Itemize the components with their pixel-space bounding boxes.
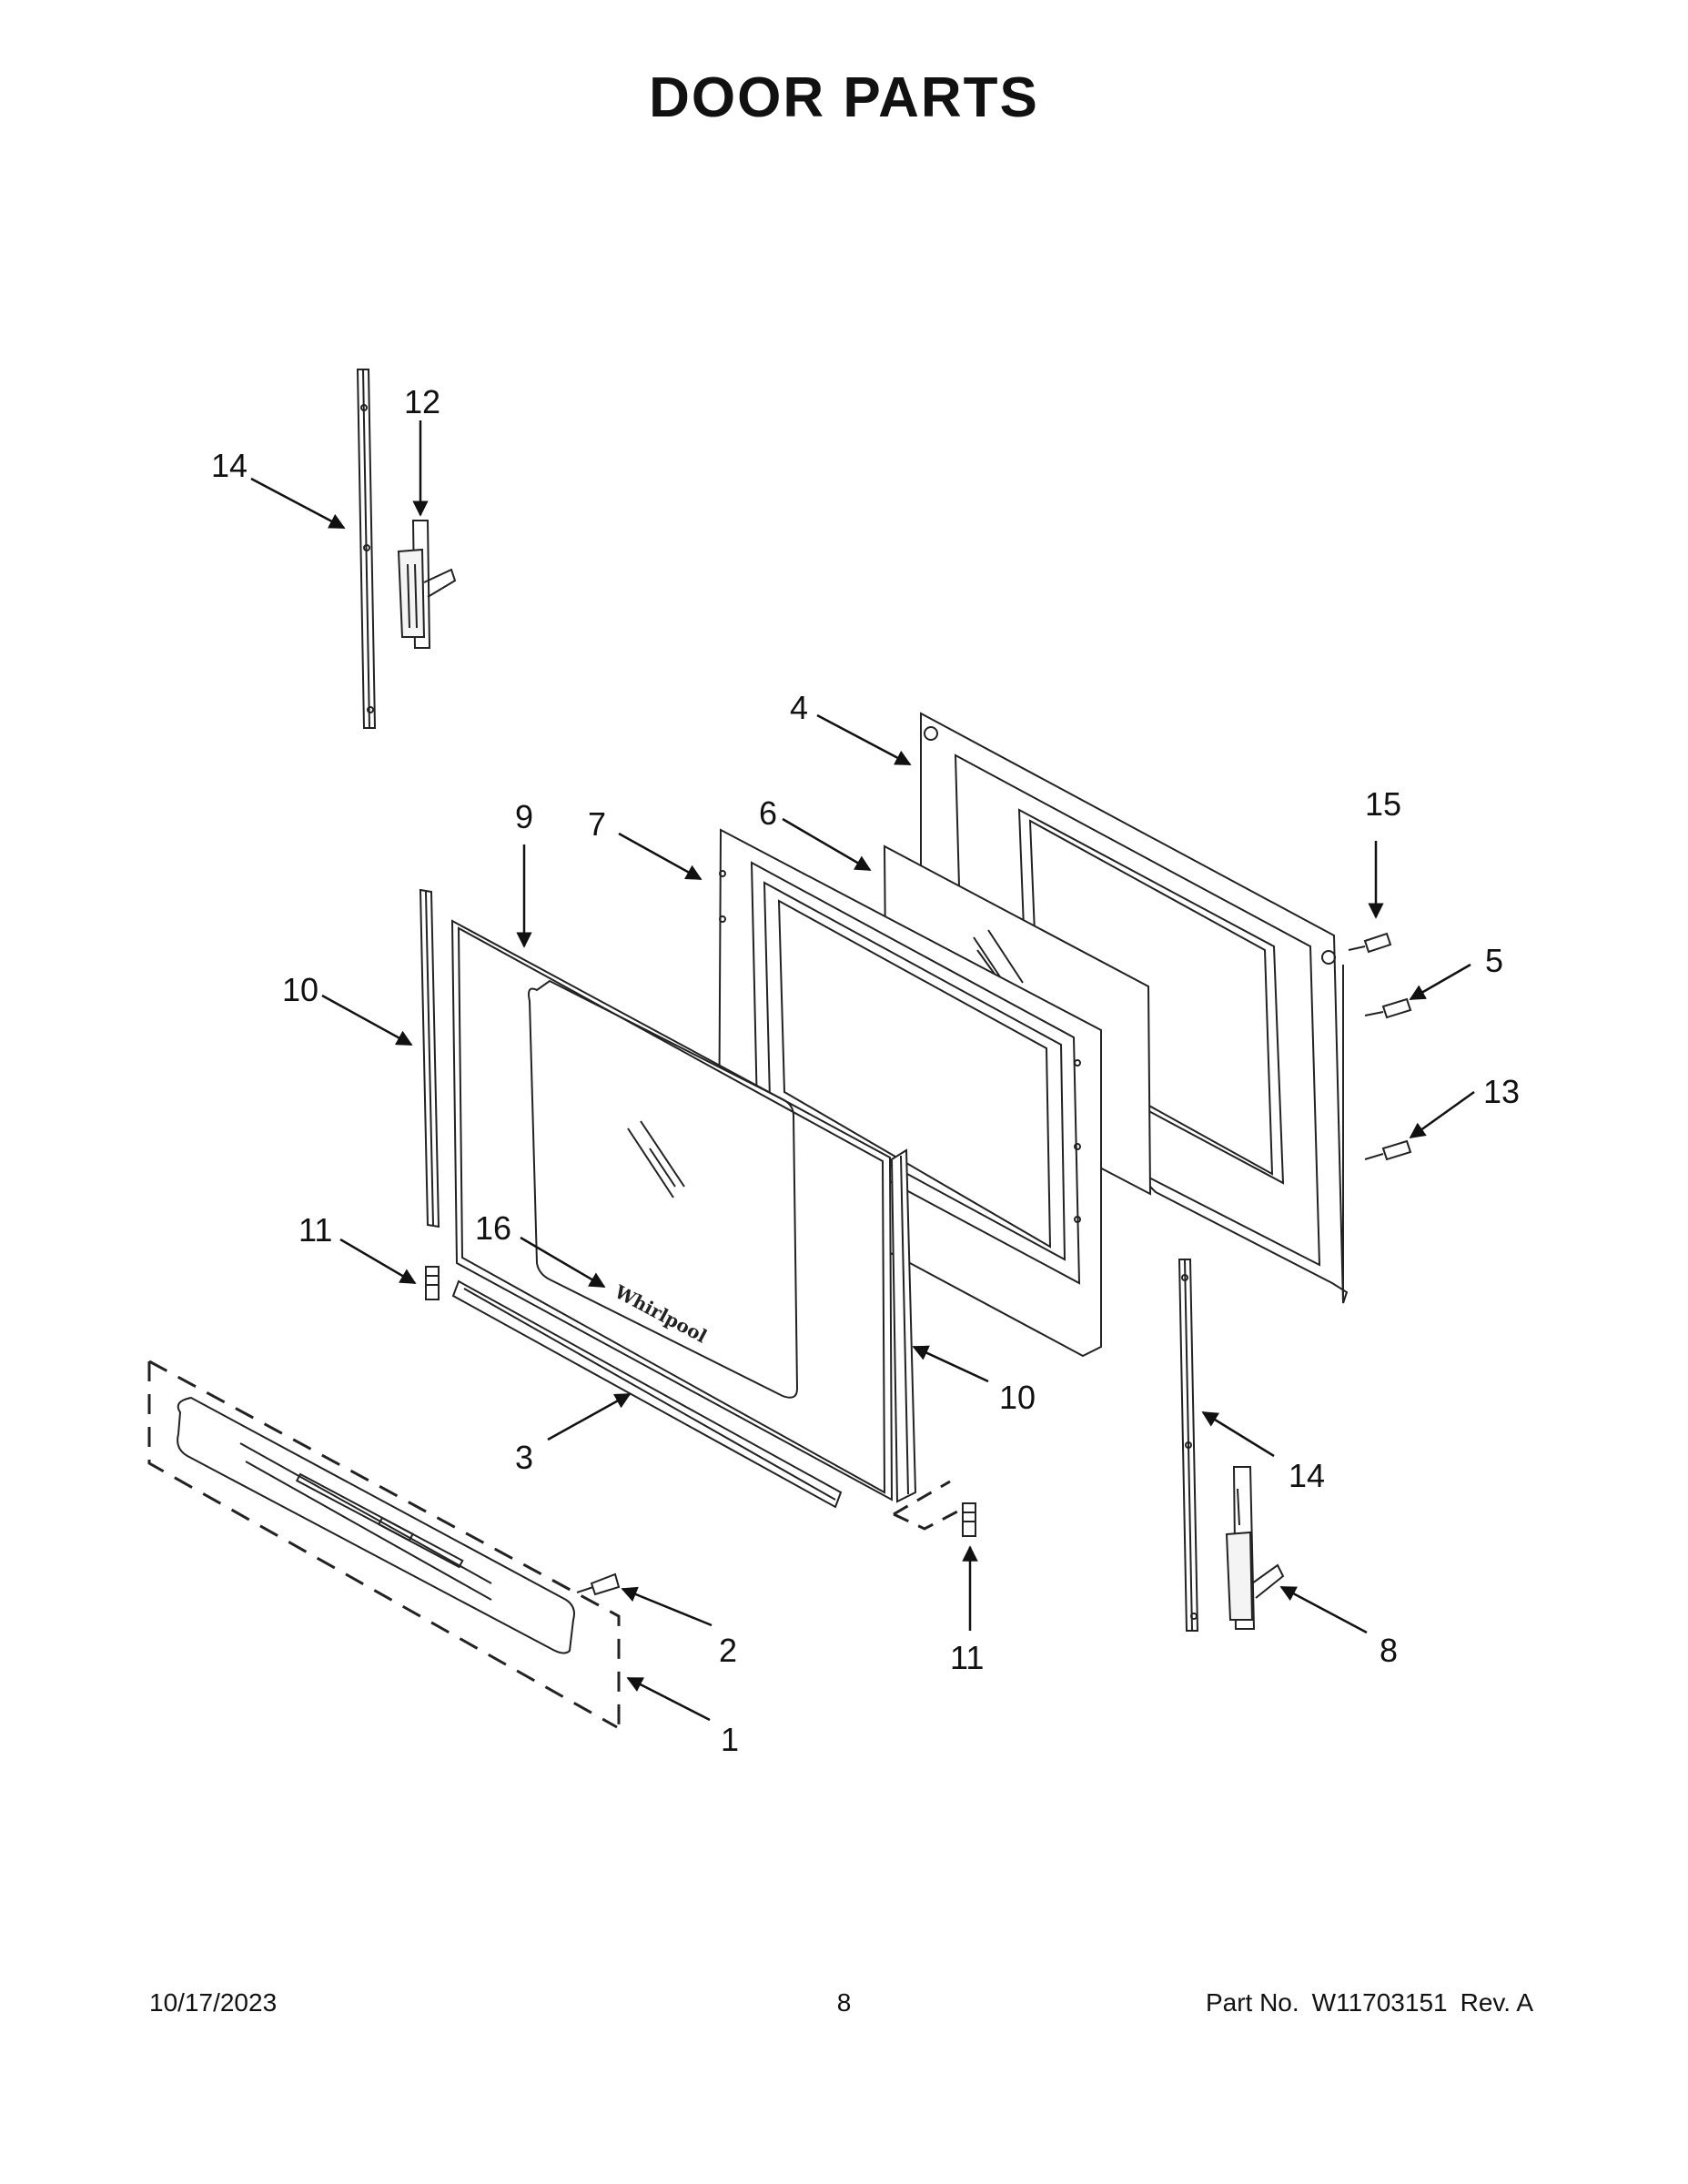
- screw-boundary-dashed: [893, 1480, 960, 1531]
- leader-10-right: [912, 1345, 989, 1383]
- screw-bottom: [962, 1502, 976, 1537]
- callout-3: 3: [515, 1439, 533, 1476]
- callout-5: 5: [1485, 942, 1503, 979]
- leader-16: [520, 1236, 606, 1289]
- door-handle: [177, 1396, 575, 1654]
- callout-11-bottom: 11: [950, 1639, 984, 1676]
- outer-door-panel: [450, 919, 894, 1502]
- callout-12: 12: [404, 383, 440, 420]
- footer-page-number: 8: [836, 1988, 852, 2017]
- screw-13: [1364, 1139, 1412, 1161]
- leader-14-upper: [250, 477, 346, 530]
- footer-date: 10/17/2023: [149, 1988, 278, 2017]
- footer-part-label: Part No.: [1205, 1988, 1299, 2017]
- leader-11-left: [339, 1238, 417, 1285]
- page-title: DOOR PARTS: [649, 66, 1039, 129]
- screw-left: [425, 1266, 440, 1300]
- hinge-upper: [397, 520, 457, 649]
- side-trim-right: [890, 1148, 917, 1503]
- leader-14-lower: [1201, 1410, 1275, 1458]
- hinge-lower: [1225, 1466, 1285, 1630]
- callout-14-lower: 14: [1289, 1457, 1325, 1494]
- leader-8: [1279, 1585, 1368, 1634]
- callout-8: 8: [1380, 1632, 1398, 1669]
- leader-3: [547, 1392, 632, 1441]
- hinge-rail-lower-right: [1178, 1259, 1199, 1632]
- callout-9: 9: [515, 798, 533, 835]
- callout-2: 2: [719, 1632, 737, 1669]
- leader-2: [621, 1586, 713, 1627]
- leader-1: [626, 1676, 711, 1722]
- callout-10-right: 10: [999, 1379, 1036, 1416]
- leader-6: [782, 817, 872, 872]
- callout-11-left: 11: [298, 1211, 332, 1249]
- screw-15: [1348, 932, 1392, 954]
- callout-15: 15: [1365, 785, 1401, 823]
- footer-revision: Rev. A: [1460, 1988, 1533, 2017]
- callout-4: 4: [790, 689, 808, 726]
- door-bottom-trim: [451, 1279, 843, 1509]
- callout-7: 7: [588, 805, 606, 843]
- footer-part-number: W11703151: [1311, 1988, 1448, 2017]
- leader-13: [1409, 1090, 1475, 1139]
- screw-2: [576, 1572, 621, 1596]
- footer-part-info: Part No. W11703151 Rev. A: [1206, 1988, 1533, 2017]
- callout-13: 13: [1483, 1073, 1520, 1110]
- leader-10-left: [321, 994, 413, 1046]
- callout-1: 1: [721, 1721, 739, 1758]
- screw-5: [1364, 997, 1412, 1019]
- side-trim-left: [419, 888, 440, 1228]
- callout-6: 6: [759, 794, 777, 832]
- handle-boundary-dashed: [147, 1360, 621, 1729]
- leader-5: [1409, 963, 1471, 1001]
- hinge-rail-upper-left: [356, 369, 377, 729]
- callout-14-upper: 14: [211, 447, 248, 484]
- callout-16: 16: [475, 1209, 511, 1247]
- callout-10-left: 10: [282, 971, 318, 1008]
- leader-7: [618, 832, 702, 881]
- leader-4: [816, 713, 912, 766]
